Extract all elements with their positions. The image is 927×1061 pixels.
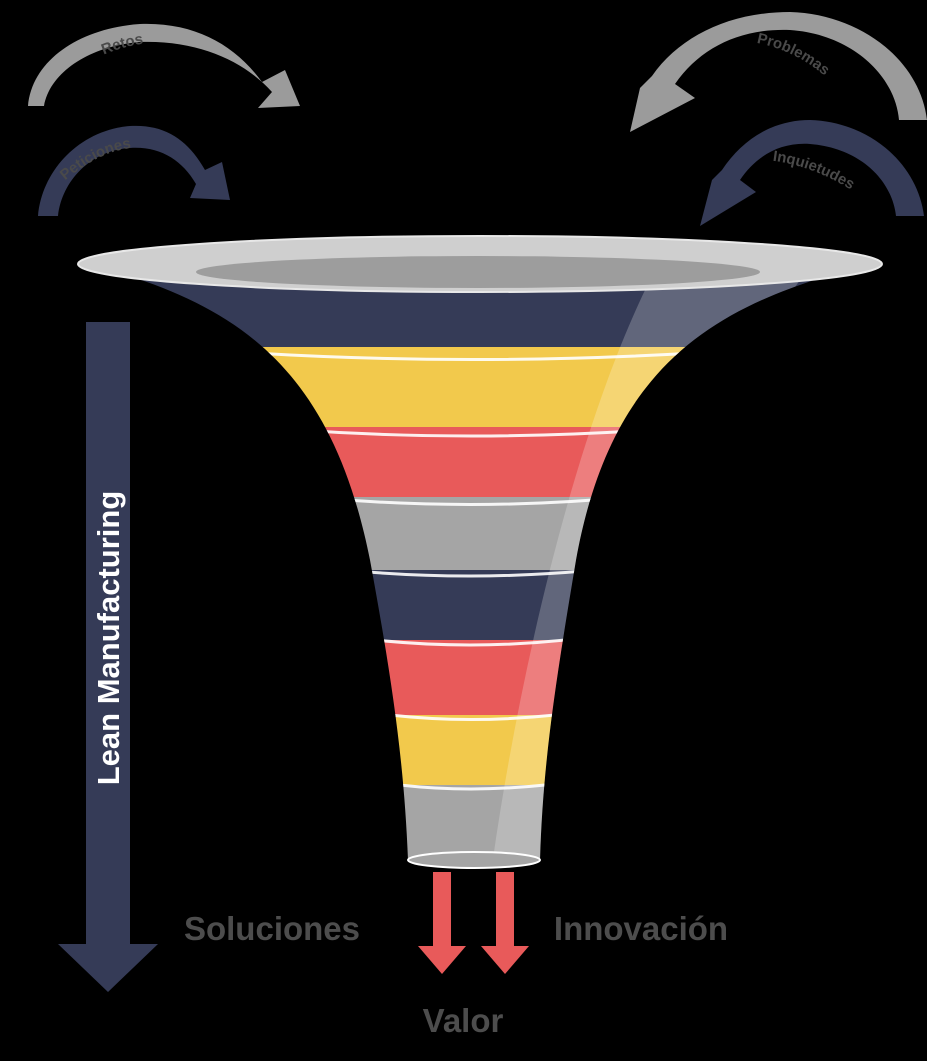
inquietudes-arrow-icon bbox=[700, 120, 924, 226]
lean-manufacturing-arrow-icon bbox=[58, 322, 158, 992]
label-valor: Valor bbox=[423, 1002, 504, 1039]
label-soluciones: Soluciones bbox=[184, 910, 360, 947]
funnel bbox=[77, 235, 883, 869]
retos-arrow-icon bbox=[0, 23, 300, 108]
funnel-band-3 bbox=[80, 427, 880, 497]
label-problemas: Problemas bbox=[756, 30, 833, 79]
label-inquietudes: Inquietudes bbox=[772, 148, 858, 193]
funnel-band-5 bbox=[80, 570, 880, 640]
label-lean-manufacturing: Lean Manufacturing bbox=[91, 491, 126, 786]
funnel-opening bbox=[196, 256, 760, 288]
funnel-band-4 bbox=[80, 497, 880, 570]
red-down-arrow-right-icon bbox=[481, 872, 529, 974]
red-down-arrow-left-icon bbox=[418, 872, 466, 974]
funnel-band-7 bbox=[80, 715, 880, 785]
valor-arrows bbox=[418, 872, 529, 974]
problemas-arrow-icon bbox=[630, 12, 927, 132]
label-innovacion: Innovación bbox=[554, 910, 728, 947]
funnel-band-6 bbox=[80, 640, 880, 715]
peticiones-arrow-icon bbox=[8, 125, 230, 216]
